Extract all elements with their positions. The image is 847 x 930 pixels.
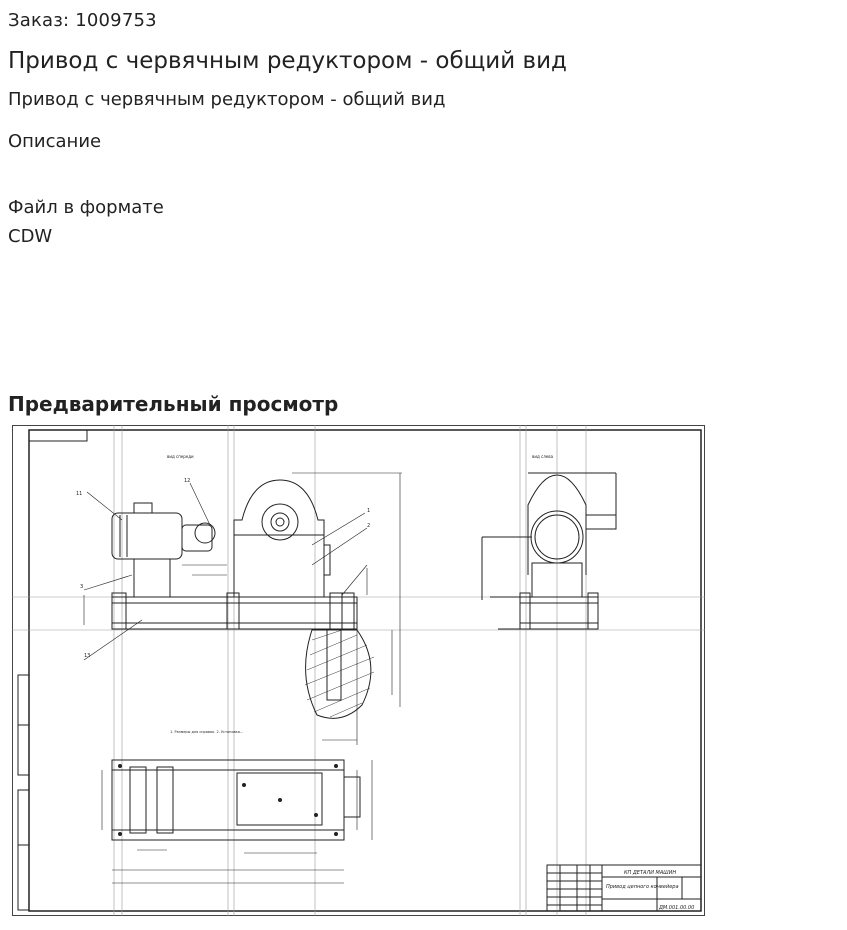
order-number: Заказ: 1009753 bbox=[8, 10, 157, 31]
svg-text:1: 1 bbox=[367, 508, 370, 514]
svg-text:12: 12 bbox=[184, 478, 190, 484]
svg-text:11: 11 bbox=[76, 491, 82, 497]
svg-text:3: 3 bbox=[80, 584, 83, 590]
stamp-code: ДМ.001.00.00 bbox=[658, 905, 694, 911]
page-title: Привод с червячным редуктором - общий ви… bbox=[8, 48, 567, 74]
page-subtitle: Привод с червячным редуктором - общий ви… bbox=[8, 89, 446, 110]
svg-text:13: 13 bbox=[84, 653, 90, 659]
svg-text:2: 2 bbox=[367, 523, 370, 529]
svg-text:1. Размеры для справок. 2. Уст: 1. Размеры для справок. 2. Установка... bbox=[170, 730, 243, 734]
stamp-title: Привод цепного конвейера bbox=[606, 884, 679, 890]
svg-text:вид слева: вид слева bbox=[532, 454, 554, 459]
preview-heading: Предварительный просмотр bbox=[8, 392, 339, 416]
svg-text:вид спереди: вид спереди bbox=[167, 454, 194, 459]
stamp-org: КП ДЕТАЛИ МАШИН bbox=[624, 870, 676, 876]
description-heading: Описание bbox=[8, 131, 102, 152]
file-format-note: Файл в формате CDW bbox=[8, 197, 164, 247]
